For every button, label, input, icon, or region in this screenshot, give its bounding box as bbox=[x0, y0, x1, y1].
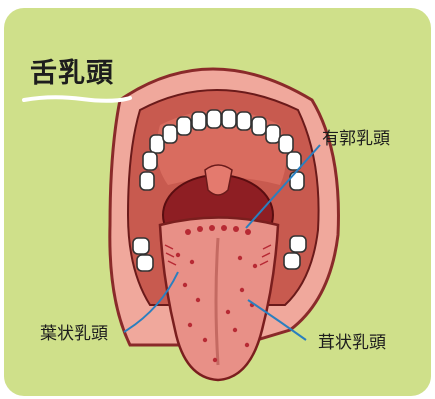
uvula-icon bbox=[205, 165, 232, 195]
label-foliate-papillae: 葉状乳頭 bbox=[40, 326, 108, 343]
label-circumvallate-papillae: 有郭乳頭 bbox=[322, 131, 390, 148]
label-fungiform-papillae: 茸状乳頭 bbox=[318, 335, 386, 352]
title-underline bbox=[22, 94, 132, 104]
diagram-title: 舌乳頭 bbox=[30, 60, 114, 87]
